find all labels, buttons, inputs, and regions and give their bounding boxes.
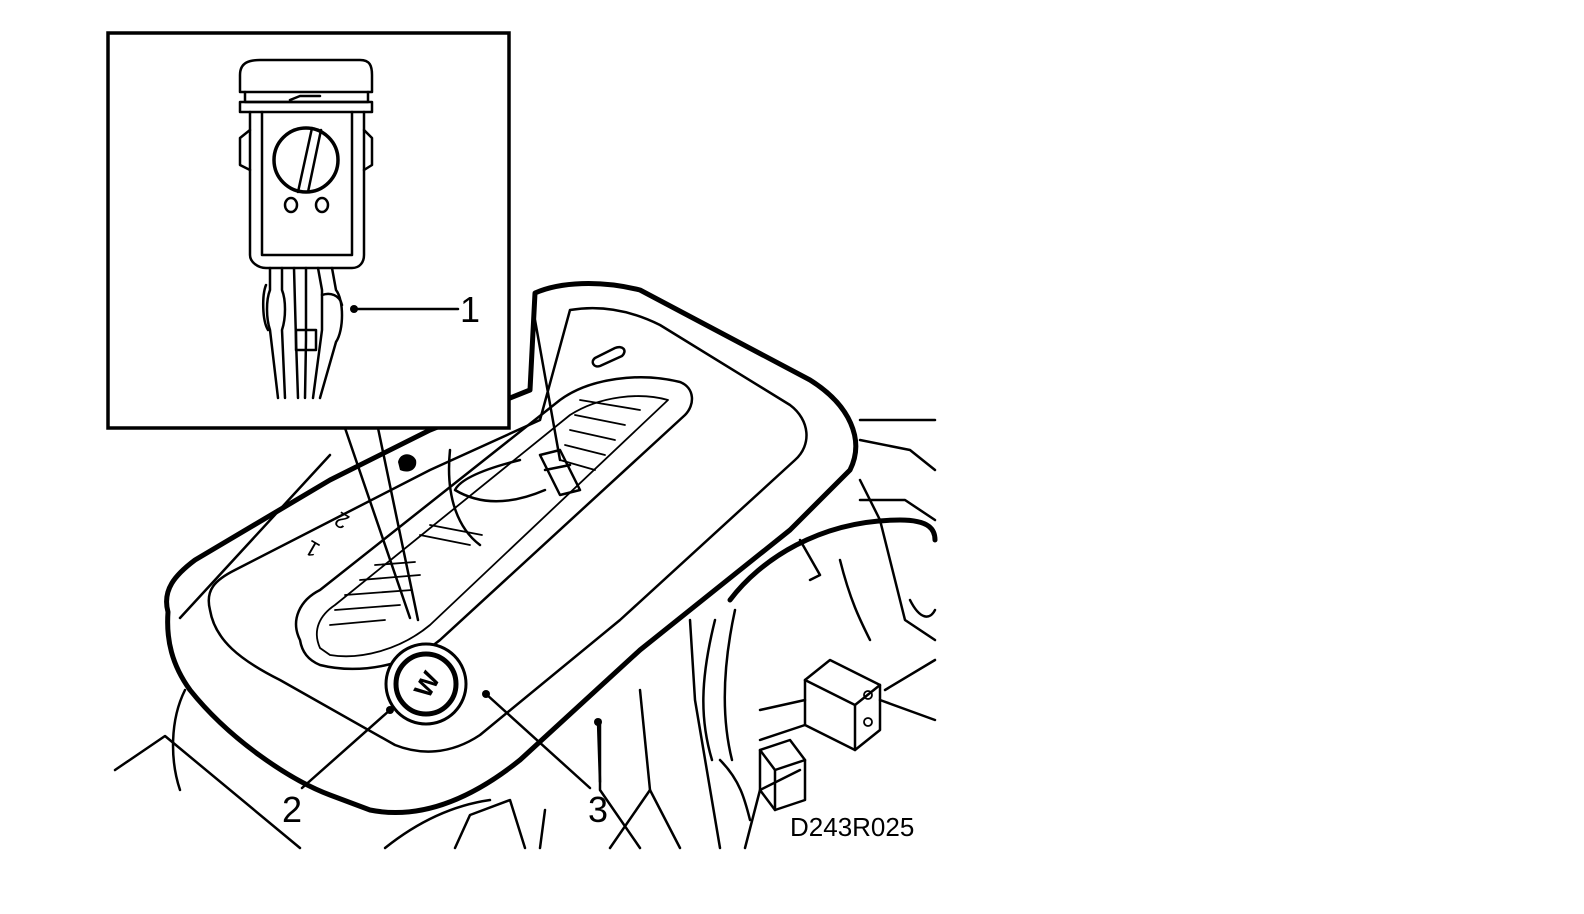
slot-hatching (329, 399, 641, 626)
detail-inset (106, 31, 511, 622)
callout-leaders (300, 305, 602, 790)
figure-code: D243R025 (790, 812, 914, 842)
callout-2: 2 (282, 789, 302, 830)
gear-mark-1: 1 (301, 535, 324, 563)
callout-1: 1 (460, 289, 480, 330)
winter-mode-switch: W (384, 642, 468, 726)
engine-compartment-sketch (113, 418, 938, 850)
selector-cover: 2 1 (164, 281, 859, 816)
callout-3: 3 (588, 789, 608, 830)
